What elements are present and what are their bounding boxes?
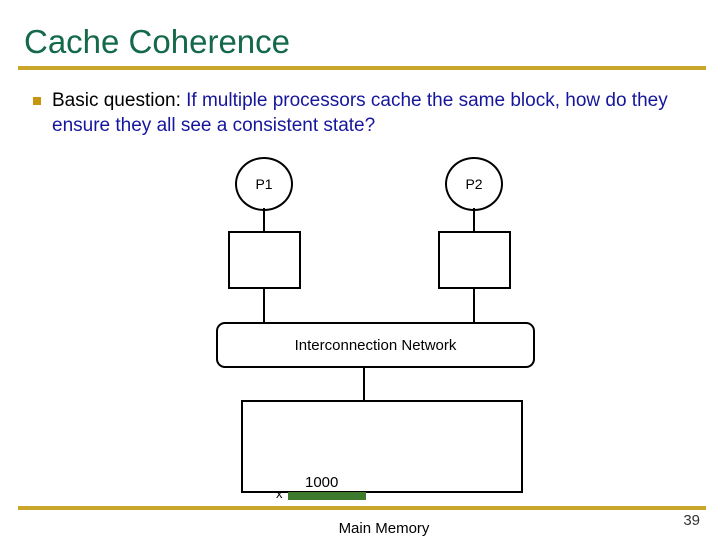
memory-value-label: 1000 — [305, 474, 339, 491]
interconnection-network-box: Interconnection Network — [216, 322, 535, 368]
connector-cache2-to-network — [473, 288, 475, 323]
processor-node-p1: P1 — [235, 157, 293, 211]
cache-coherence-diagram: P1 P2 Interconnection Network x 1000 Mai… — [0, 150, 720, 537]
square-bullet-icon — [33, 97, 41, 105]
memory-value-bar — [288, 492, 366, 500]
footer-divider — [18, 506, 706, 510]
connector-p1-to-cache — [263, 208, 265, 232]
connector-p2-to-cache — [473, 208, 475, 232]
connector-cache1-to-network — [263, 288, 265, 323]
processor-label-p2: P2 — [465, 176, 483, 192]
interconnection-network-label: Interconnection Network — [294, 336, 457, 354]
memory-variable-label: x — [276, 486, 283, 501]
page-number: 39 — [683, 512, 700, 529]
page-title: Cache Coherence — [24, 23, 290, 60]
processor-node-p2: P2 — [445, 157, 503, 211]
cache-box-p1 — [228, 231, 301, 289]
title-divider — [18, 66, 706, 70]
connector-network-to-memory — [363, 367, 365, 401]
bullet-question-text: If multiple processors cache the same bl… — [52, 90, 668, 136]
bullet-lead-text: Basic question: — [52, 90, 187, 111]
cache-box-p2 — [438, 231, 511, 289]
main-memory-caption: Main Memory — [338, 520, 430, 537]
main-memory-box: x 1000 Main Memory — [241, 400, 523, 537]
processor-label-p1: P1 — [255, 176, 273, 192]
bullet-text: Basic question: If multiple processors c… — [52, 88, 698, 138]
